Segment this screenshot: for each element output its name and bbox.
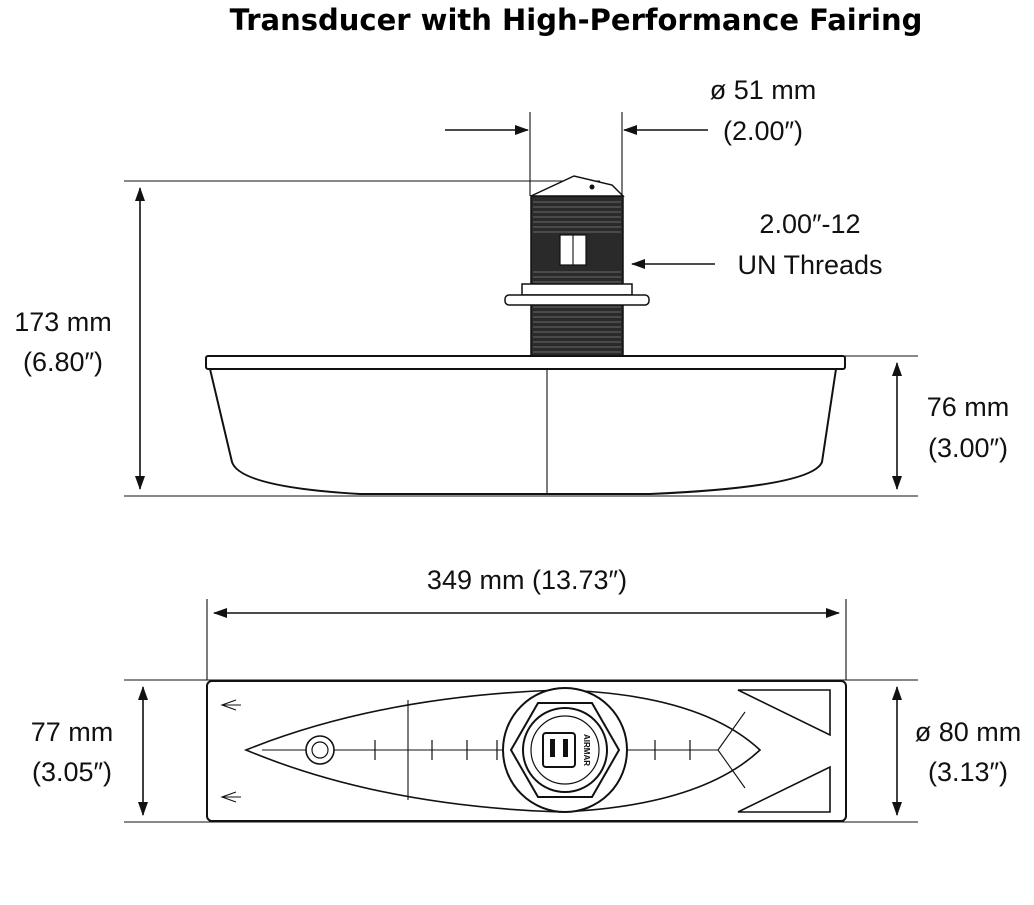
overall-height-mm: 173 mm	[14, 307, 112, 337]
relief-top	[737, 689, 831, 737]
relief-bottom	[737, 765, 831, 813]
centerline-ticks	[374, 740, 691, 760]
cap-dot	[589, 184, 595, 190]
thread-spec: 2.00″-12	[759, 209, 860, 239]
brand-mark: AIRMAR	[582, 734, 591, 766]
hull-nut	[521, 283, 633, 296]
side-view: ø 51 mm (2.00″) 173 mm (6.80″) 2.00″-12 …	[14, 75, 1010, 497]
mounting-hole-inner	[311, 741, 329, 759]
top-view: 349 mm (13.73″) 77 mm (3.05″) ø 80 mm (3…	[31, 565, 1022, 823]
cable-connector	[542, 732, 576, 768]
fairing-body	[208, 368, 838, 495]
overall-length: 349 mm (13.73″)	[427, 565, 627, 595]
diagram-title: Transducer with High-Performance Fairing	[230, 3, 923, 37]
fairing-height-mm: 76 mm	[927, 392, 1010, 422]
direction-arrow-top-icon	[220, 699, 241, 711]
centerline-fork	[717, 711, 746, 789]
thread-type: UN Threads	[737, 250, 882, 280]
width-in: (3.05″)	[32, 757, 112, 787]
washer	[504, 294, 650, 306]
flange-diameter-mm: ø 80 mm	[915, 717, 1022, 747]
stem-diameter-mm: ø 51 mm	[710, 75, 817, 105]
connector-pin-right	[563, 739, 568, 757]
fairing-pocket	[243, 689, 762, 813]
direction-arrow-bottom-icon	[220, 791, 241, 803]
stem-diameter-in: (2.00″)	[723, 116, 803, 146]
width-mm: 77 mm	[31, 717, 114, 747]
overall-height-in: (6.80″)	[23, 347, 103, 377]
flange-diameter-in: (3.13″)	[928, 757, 1008, 787]
fairing-top-plate	[205, 355, 846, 370]
stem-cap	[530, 175, 625, 197]
fairing-height-in: (3.00″)	[928, 433, 1008, 463]
connector-pin-left	[550, 739, 555, 757]
